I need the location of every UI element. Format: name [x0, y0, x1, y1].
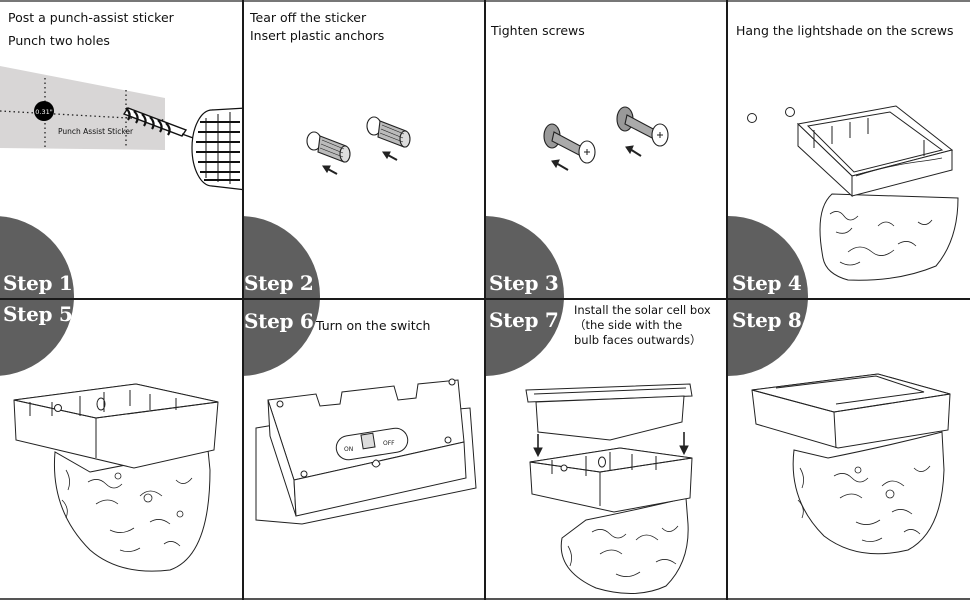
panel-step-6: Turn on the switch ON OFF Step 6 — [244, 300, 484, 598]
step-4-caption-line-1: Hang the lightshade on the screws — [736, 23, 954, 38]
sticker-label: Punch Assist Sticker — [58, 127, 134, 136]
panel-step-2: Tear off the sticker Insert plastic anch… — [244, 0, 484, 298]
column-divider-3 — [726, 0, 728, 600]
solar-box-icon — [525, 383, 693, 595]
solar-box-icon: ON OFF — [255, 378, 477, 525]
step-2-caption-line-2: Insert plastic anchors — [250, 28, 385, 43]
switch-on-label: ON — [344, 446, 353, 453]
anchor-icon — [306, 116, 411, 175]
step-3-caption-line-1: Tighten screws — [491, 23, 585, 38]
column-divider-2 — [484, 0, 486, 600]
step-1-caption-line-1: Post a punch-assist sticker — [8, 10, 174, 25]
step-7-caption-line-2: （the side with the — [574, 318, 683, 332]
step-7-caption-line-1: Install the solar cell box — [574, 303, 711, 317]
switch-off-label: OFF — [383, 440, 395, 447]
step-2-label: Step 2 — [244, 271, 314, 295]
step-5-label: Step 5 — [3, 302, 73, 326]
panel-step-4: Hang the lightshade on the screws Step 4 — [728, 0, 970, 298]
panel-step-8: Step 8 — [728, 300, 970, 598]
step-8-label: Step 8 — [732, 308, 802, 332]
step-6-label: Step 6 — [244, 309, 314, 333]
lightshade-icon — [747, 105, 959, 281]
lightshade-icon — [13, 383, 219, 572]
step-3-label: Step 3 — [489, 271, 559, 295]
screw-icon — [543, 106, 669, 171]
step-1-caption-line-2: Punch two holes — [8, 33, 110, 48]
step-7-caption-line-3: bulb faces outwards） — [574, 333, 702, 347]
step-6-caption-line-1: Turn on the switch — [316, 318, 431, 333]
lightshade-icon — [751, 373, 951, 555]
measurement-label: 0.31" — [35, 108, 52, 116]
panel-step-5: Step 5 — [0, 300, 242, 598]
panel-step-1: Post a punch-assist sticker Punch two ho… — [0, 0, 242, 298]
step-2-caption-line-1: Tear off the sticker — [250, 10, 367, 25]
drill-icon: 0.31" Punch Assist Sticker — [0, 66, 242, 191]
panel-step-7: Install the solar cell box （the side wit… — [486, 300, 726, 598]
step-4-label: Step 4 — [732, 271, 802, 295]
panel-step-3: Tighten screws Step 3 — [486, 0, 726, 298]
hole-marker — [34, 101, 54, 121]
step-1-label: Step 1 — [3, 271, 73, 295]
column-divider-1 — [242, 0, 244, 600]
punch-assist-sticker — [0, 66, 165, 150]
step-7-label: Step 7 — [489, 308, 559, 332]
